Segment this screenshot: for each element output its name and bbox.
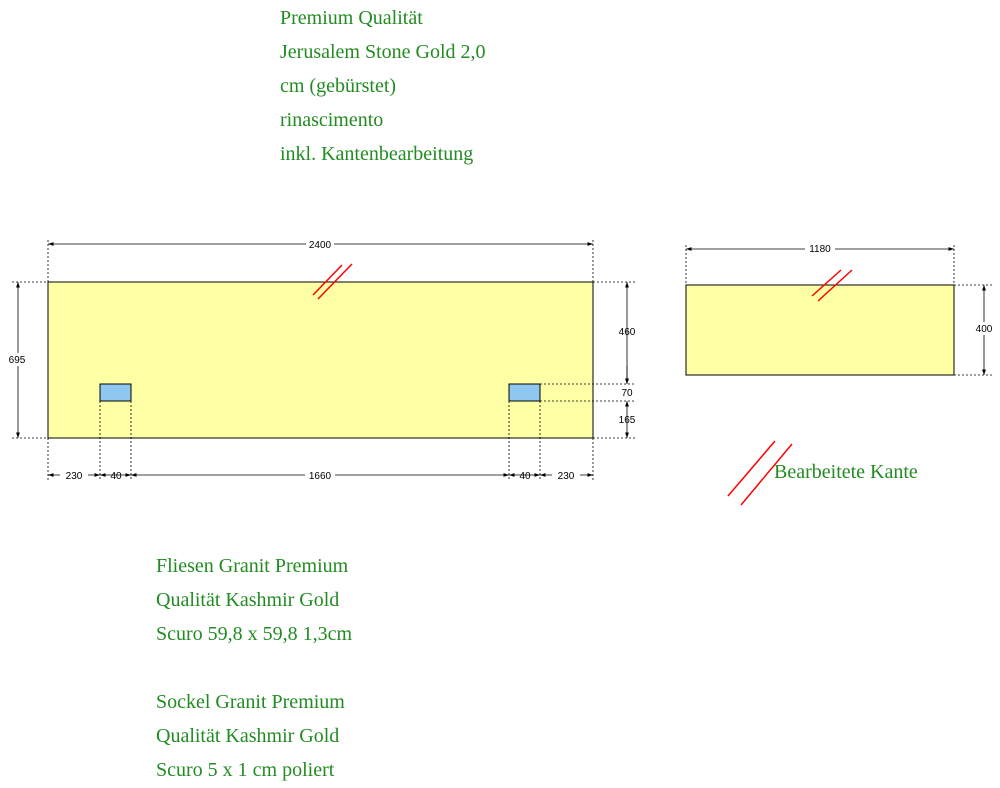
note-line: Qualität Kashmir Gold [156,589,340,611]
legend-label: Bearbeitete Kante [774,461,918,483]
processed-edge-marker [811,269,853,302]
dim-right-mid: 70 [621,388,633,399]
material-note-tiles: Fliesen Granit Premium Qualität Kashmir … [156,549,352,651]
material-note-worktop: Premium Qualität Jerusalem Stone Gold 2,… [280,1,486,171]
processed-edge-marker [312,263,353,300]
main-slab-group: 2400 695 460 70 165 230 40 1660 40 230 [4,237,636,482]
note-line: Jerusalem Stone Gold 2,0 [280,41,486,63]
dim-bottom-3: 1660 [309,471,332,482]
dim-height-side: 400 [976,324,993,335]
cutout-right [508,383,541,402]
note-line: Premium Qualität [280,7,423,29]
dim-bottom-2: 40 [110,471,122,482]
note-line: inkl. Kantenbearbeitung [280,143,474,165]
note-line: Sockel Granit Premium [156,691,345,713]
cutout-left [99,383,132,402]
dim-bottom-4: 40 [519,471,531,482]
note-line: Scuro 59,8 x 59,8 1,3cm [156,623,353,645]
dim-bottom-1: 230 [66,471,83,482]
note-line: Scuro 5 x 1 cm poliert [156,759,335,781]
dim-height-main: 695 [9,355,26,366]
side-slab-group: 1180 400 [685,242,996,376]
note-line: rinascimento [280,109,384,131]
note-line: Fliesen Granit Premium [156,555,349,577]
dim-width-main: 2400 [309,240,332,251]
dim-bottom-5: 230 [558,471,575,482]
note-line: cm (gebürstet) [280,75,397,97]
extension-lines [685,245,992,376]
legend-edge-symbol [727,440,793,506]
extension-lines [12,240,636,480]
note-line: Qualität Kashmir Gold [156,725,340,747]
dim-right-bottom: 165 [619,415,636,426]
dim-width-side: 1180 [809,244,831,255]
dimension-labels: 2400 695 460 70 165 230 40 1660 40 230 [4,237,636,482]
dim-right-top: 460 [619,327,636,338]
material-note-skirting: Sockel Granit Premium Qualität Kashmir G… [156,685,345,787]
main-slab [47,281,594,439]
